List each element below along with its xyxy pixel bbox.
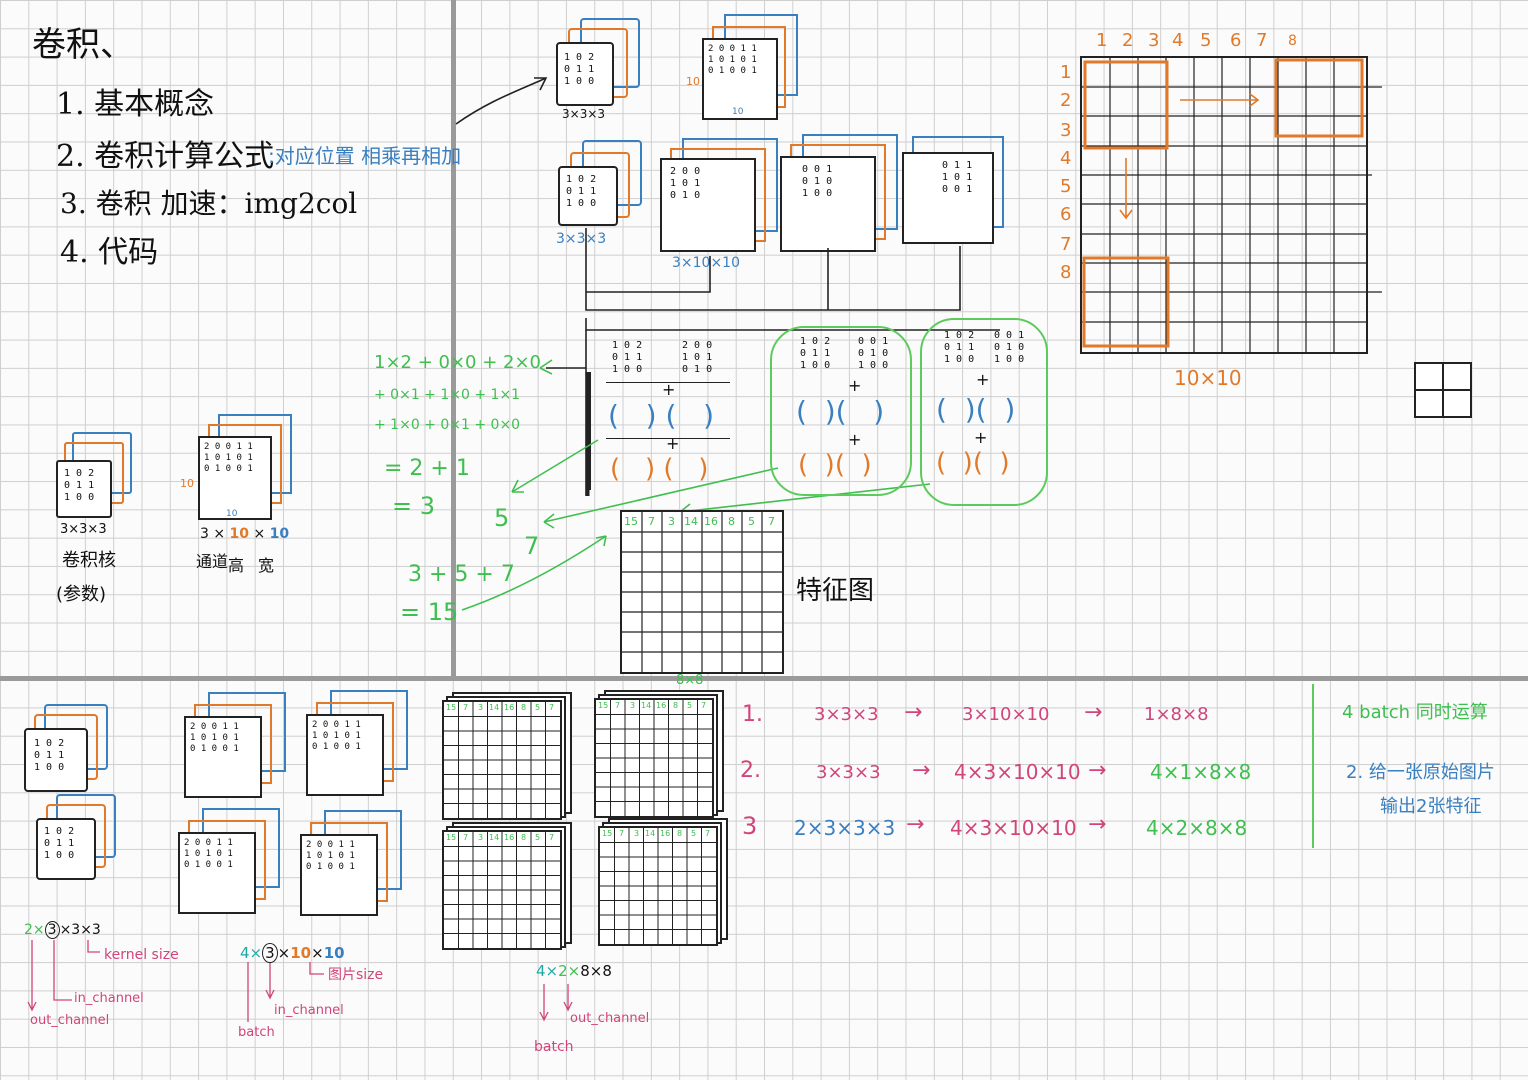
output-dims-label: 4×2×8×8 bbox=[536, 962, 612, 980]
kernel-dims-label: 2×3×3×3 bbox=[24, 922, 101, 938]
kernel-size-note: kernel size bbox=[104, 948, 179, 962]
kernel-out-channel: out_channel bbox=[30, 1014, 109, 1027]
output-batch: batch bbox=[534, 1040, 574, 1054]
image-in-channel: in_channel bbox=[274, 1004, 344, 1017]
image-dims-label: 4×3×10×10 bbox=[240, 944, 345, 962]
output-out-channel: out_channel bbox=[570, 1012, 649, 1025]
kernel-in-channel: in_channel bbox=[74, 992, 144, 1005]
image-size-note: 图片size bbox=[328, 968, 383, 982]
image-batch: batch bbox=[238, 1026, 275, 1039]
